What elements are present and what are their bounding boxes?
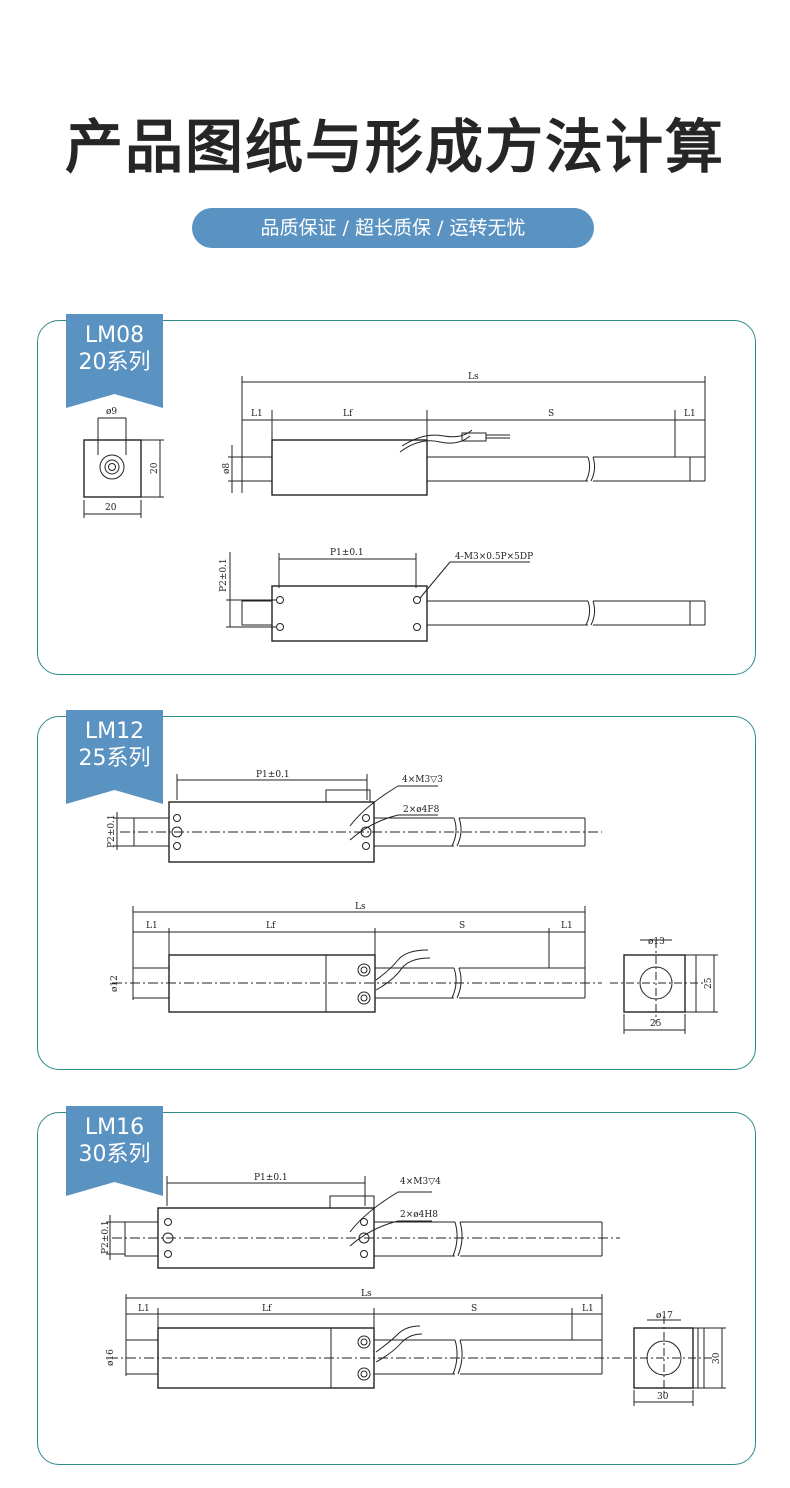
height-label: 20 — [150, 462, 160, 474]
subtitle-pill: 品质保证 / 超长质保 / 运转无忧 — [192, 208, 594, 248]
p2-label: P2±0.1 — [101, 1220, 111, 1254]
ls-label: Ls — [361, 1289, 372, 1299]
s-label: S — [459, 921, 465, 931]
series-tag-lm08: LM08 20系列 — [66, 314, 163, 408]
bore-label: ø17 — [656, 1311, 673, 1321]
l1-right-label: L1 — [684, 409, 696, 419]
p2-label: P2±0.1 — [219, 558, 229, 592]
series-label: 20系列 — [78, 350, 151, 375]
p1-label: P1±0.1 — [254, 1173, 288, 1183]
width-label: 30 — [657, 1392, 669, 1402]
rod-label: ø16 — [106, 1349, 116, 1366]
series-tag-lm16: LM16 30系列 — [66, 1106, 163, 1196]
l1-label: L1 — [138, 1304, 150, 1314]
ls-label: Ls — [355, 902, 366, 912]
height-label: 30 — [712, 1352, 722, 1364]
l1-right-label: L1 — [582, 1304, 594, 1314]
series-label: 25系列 — [78, 746, 151, 771]
series-tag-lm12: LM12 25系列 — [66, 710, 163, 804]
lf-label: Lf — [262, 1304, 272, 1314]
holes-label: 4×M3▽4 — [400, 1177, 441, 1187]
l1-right-label: L1 — [561, 921, 573, 931]
height-label: 25 — [704, 977, 714, 989]
model-label: LM12 — [84, 719, 145, 744]
rod-label: ø8 — [222, 463, 232, 474]
lf-label: Lf — [343, 409, 353, 419]
p1-label: P1±0.1 — [256, 770, 290, 780]
bore-label: ø9 — [106, 407, 117, 417]
model-label: LM08 — [84, 323, 145, 348]
holes-label: 4×M3▽3 — [402, 775, 443, 785]
s-label: S — [471, 1304, 477, 1314]
pins-label: 2×ø4F8 — [403, 805, 440, 815]
width-label: 20 — [105, 503, 117, 513]
rod-label: ø12 — [110, 975, 120, 992]
pins-label: 2×ø4H8 — [400, 1210, 438, 1220]
bore-label: ø13 — [648, 937, 665, 947]
s-label: S — [548, 409, 554, 419]
model-label: LM16 — [84, 1115, 145, 1140]
ls-label: Ls — [468, 372, 479, 382]
p1-label: P1±0.1 — [330, 548, 364, 558]
l1-label: L1 — [146, 921, 158, 931]
l1-label: L1 — [251, 409, 263, 419]
holes-label: 4-M3×0.5P×5DP — [455, 552, 533, 562]
lf-label: Lf — [266, 921, 276, 931]
page-title: 产品图纸与形成方法计算 — [64, 113, 725, 181]
width-label: 25 — [650, 1019, 662, 1029]
p2-label: P2±0.1 — [107, 814, 117, 848]
series-label: 30系列 — [78, 1142, 151, 1167]
